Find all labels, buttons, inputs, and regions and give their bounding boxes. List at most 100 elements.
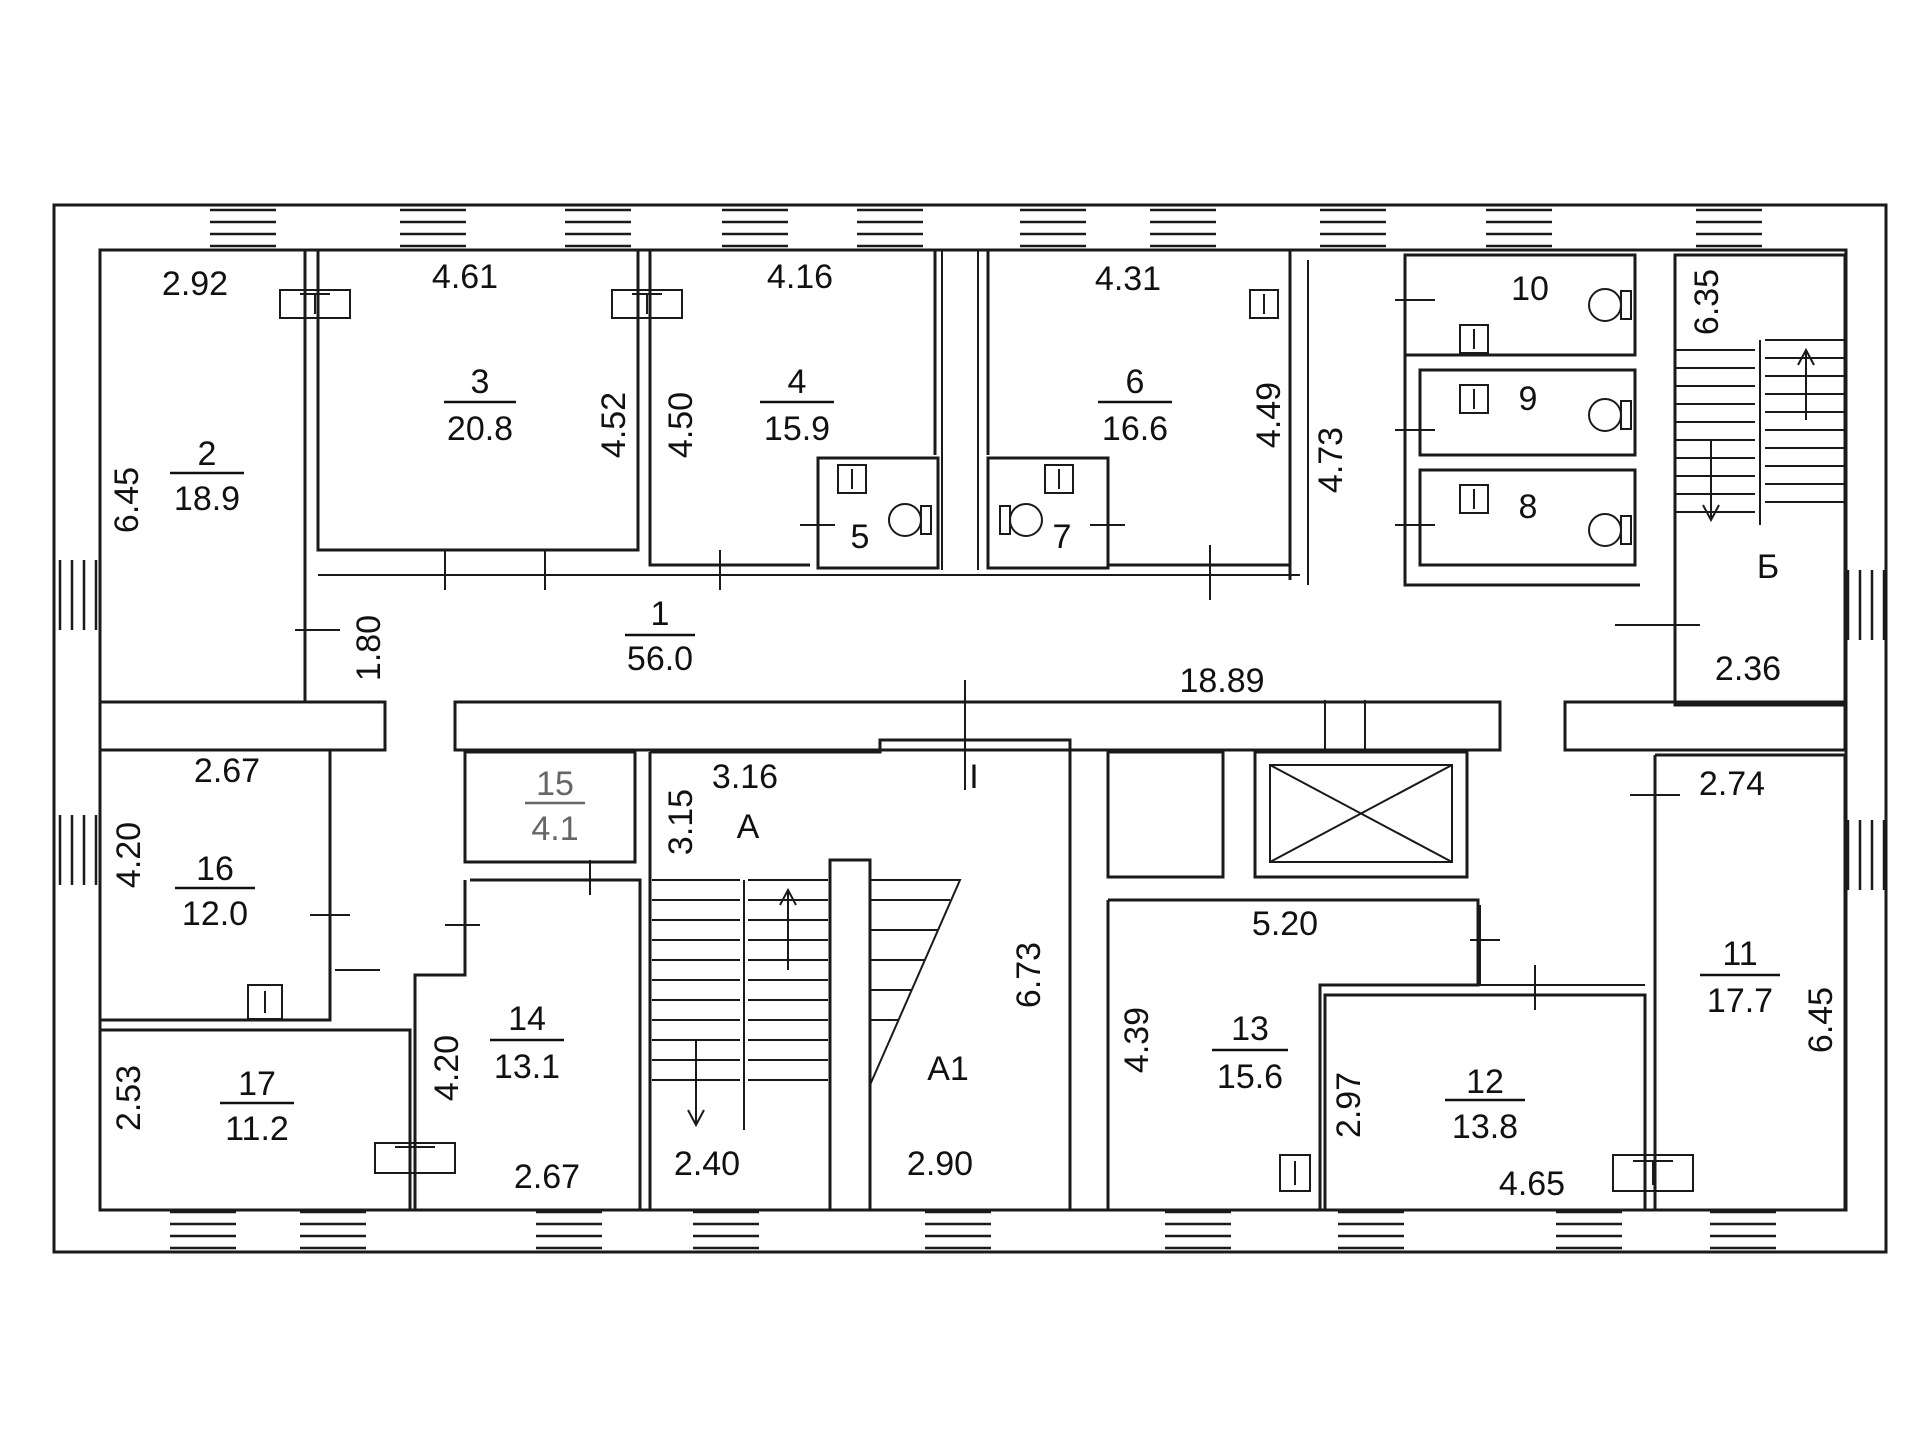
room-3: 3 20.8 bbox=[444, 363, 516, 448]
room-15-outline bbox=[463, 750, 637, 864]
room-12: 12 13.8 bbox=[1445, 1063, 1525, 1146]
room-area: 13.1 bbox=[494, 1048, 560, 1086]
room-number: 14 bbox=[508, 1000, 546, 1038]
dimension-label: 4.49 bbox=[1250, 382, 1288, 448]
room-area: 15.9 bbox=[764, 410, 830, 448]
toilet-icon bbox=[1588, 398, 1632, 432]
windows-bottom bbox=[170, 1210, 1776, 1250]
room-number: 4 bbox=[788, 363, 807, 401]
radiator-icon bbox=[1249, 289, 1279, 319]
dimension-label: 5.20 bbox=[1252, 905, 1318, 943]
elevator-cabin bbox=[1269, 764, 1453, 863]
dimension-label: 4.16 bbox=[767, 258, 833, 296]
radiator-icons bbox=[247, 289, 1694, 1192]
room-3-outline bbox=[316, 248, 640, 552]
room-area: 12.0 bbox=[182, 895, 248, 933]
dimension-label: 4.20 bbox=[110, 822, 148, 888]
room-number: 3 bbox=[471, 363, 490, 401]
dimension-label: 1.80 bbox=[350, 615, 388, 681]
door-marks bbox=[295, 299, 1700, 1010]
outer-walls bbox=[52, 203, 1888, 1254]
dimension-label: 3.16 bbox=[712, 758, 778, 796]
room-5-outline bbox=[816, 456, 940, 570]
room-11-partition bbox=[1479, 905, 1645, 986]
radiator-icon bbox=[837, 464, 867, 494]
radiator-icon bbox=[1044, 464, 1074, 494]
room-16-outline bbox=[98, 748, 332, 1022]
wc-block-wall bbox=[1403, 255, 1640, 587]
dimension-label: 2.53 bbox=[110, 1065, 148, 1131]
dimension-labels: 2.92 4.61 4.16 4.31 18.89 2.36 2.67 3.16… bbox=[108, 258, 1840, 1203]
room-area: 11.2 bbox=[225, 1110, 289, 1148]
room-area: 16.6 bbox=[1102, 410, 1168, 448]
dimension-label: 2.67 bbox=[194, 752, 260, 790]
radiator-icon bbox=[611, 289, 683, 319]
dimension-label: 2.90 bbox=[907, 1145, 973, 1183]
room-number: 15 bbox=[536, 765, 574, 803]
stair-a1-winder bbox=[869, 879, 962, 1086]
radiator-icon bbox=[1459, 484, 1489, 514]
toilet-icon bbox=[1588, 288, 1632, 322]
room-number: 12 bbox=[1466, 1063, 1504, 1101]
toilet-icon bbox=[1588, 513, 1632, 547]
toilet-icon bbox=[888, 503, 932, 537]
room-14: 14 13.1 bbox=[490, 1000, 564, 1086]
room-8-label: 8 bbox=[1519, 488, 1538, 526]
room-11-outline bbox=[1653, 753, 1847, 1212]
dimension-label: 6.35 bbox=[1688, 269, 1726, 335]
room-13: 13 15.6 bbox=[1212, 1010, 1288, 1096]
room-7-outline bbox=[986, 456, 1110, 570]
service-shaft bbox=[1106, 750, 1225, 879]
room-4-top bbox=[650, 248, 937, 455]
room-number: 17 bbox=[238, 1065, 276, 1103]
dimension-label: 2.92 bbox=[162, 265, 228, 303]
room-8-outline bbox=[1418, 468, 1637, 567]
toilet-icons bbox=[888, 288, 1632, 547]
room-number: 2 bbox=[198, 435, 217, 473]
room-6-outline bbox=[986, 248, 1292, 580]
dimension-label: 6.73 bbox=[1010, 942, 1048, 1008]
radiator-icon bbox=[374, 1142, 456, 1174]
room-4-outline bbox=[648, 250, 810, 567]
stair-a1-label: А1 bbox=[927, 1050, 969, 1088]
dimension-label: 4.61 bbox=[432, 258, 498, 296]
room-9-outline bbox=[1418, 368, 1637, 457]
dimension-label: 2.74 bbox=[1699, 765, 1765, 803]
room-17-outline bbox=[98, 1028, 412, 1212]
elevator-shaft bbox=[1253, 750, 1469, 879]
room-5-label: 5 bbox=[851, 518, 870, 556]
radiator-icon bbox=[1459, 324, 1489, 354]
room-16: 16 12.0 bbox=[175, 850, 255, 933]
radiator-icon bbox=[1459, 384, 1489, 414]
dimension-label: 4.31 bbox=[1095, 260, 1161, 298]
radiator-icon bbox=[279, 289, 351, 319]
dimension-label: 4.39 bbox=[1118, 1007, 1156, 1073]
dimension-label: 2.67 bbox=[514, 1158, 580, 1196]
elevator-cross-b bbox=[1269, 764, 1453, 863]
room-17: 17 11.2 bbox=[220, 1065, 294, 1148]
central-wall-block bbox=[453, 700, 1502, 752]
stair-b-outline bbox=[1673, 253, 1847, 707]
dimension-label: 4.50 bbox=[662, 392, 700, 458]
room-13-outline bbox=[1106, 898, 1480, 1212]
stair-b-label: Б bbox=[1757, 548, 1779, 586]
dimension-label: 4.65 bbox=[1499, 1165, 1565, 1203]
room-number: 11 bbox=[1722, 935, 1757, 973]
marker-i-label: I bbox=[969, 758, 978, 796]
room-11: 11 17.7 bbox=[1700, 935, 1780, 1020]
room-number: 13 bbox=[1231, 1010, 1269, 1048]
stair-arrows bbox=[687, 347, 1815, 1128]
room-9-label: 9 bbox=[1519, 380, 1538, 418]
room-2: 2 18.9 bbox=[170, 435, 244, 518]
room-14-outline bbox=[413, 878, 642, 1212]
dimension-label: 2.40 bbox=[674, 1145, 740, 1183]
room-number: 16 bbox=[196, 850, 234, 888]
room-1: 1 56.0 bbox=[625, 595, 695, 678]
room-area: 15.6 bbox=[1217, 1058, 1283, 1096]
toilet-icon bbox=[999, 503, 1043, 537]
room-12-outline bbox=[1323, 993, 1647, 1212]
room-number: 6 bbox=[1126, 363, 1145, 401]
windows-sides bbox=[58, 560, 1886, 890]
room-10-label: 10 bbox=[1511, 270, 1549, 308]
